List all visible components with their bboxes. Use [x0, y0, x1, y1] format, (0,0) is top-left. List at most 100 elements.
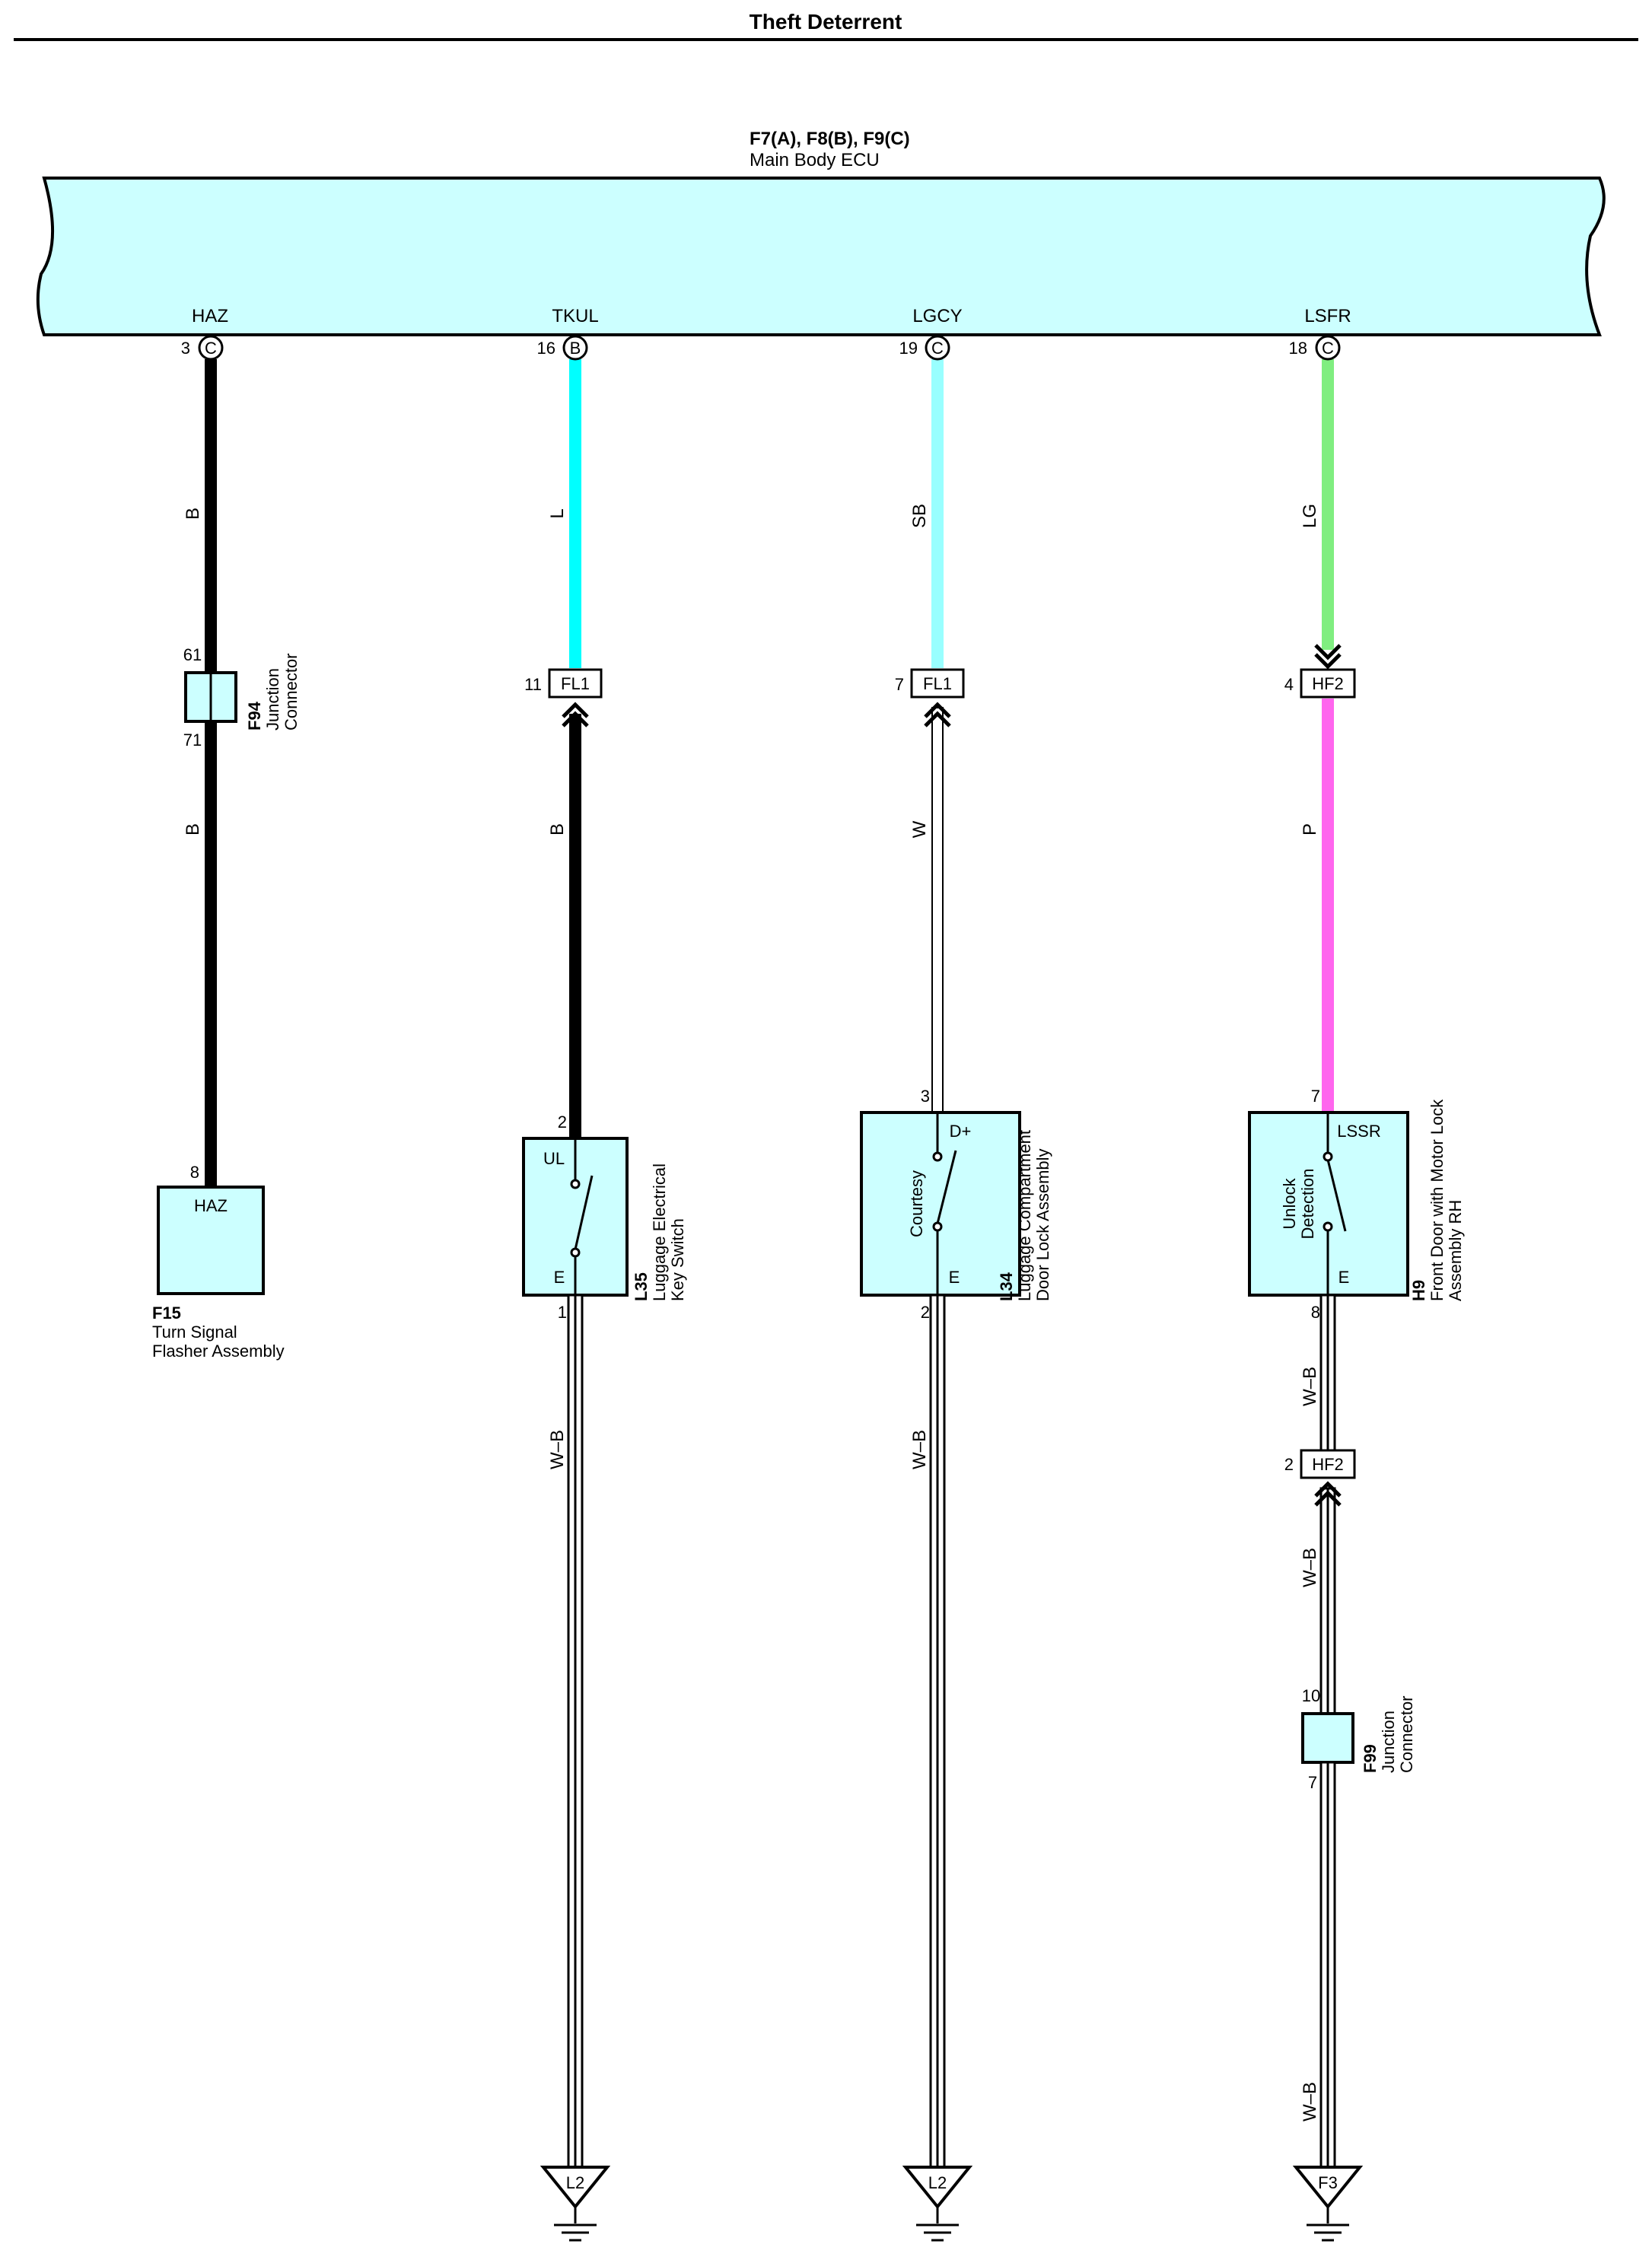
- ecu-pin-3: 3: [181, 339, 190, 358]
- f15-code: F15: [152, 1303, 181, 1323]
- f99-pin-top: 10: [1302, 1686, 1320, 1705]
- wire-c4-top: [1322, 359, 1334, 650]
- f99-name-line2: Connector: [1397, 1695, 1416, 1773]
- hf2-b-label: HF2: [1312, 1455, 1344, 1474]
- ecu-body: [36, 177, 1606, 336]
- f99-pin-bottom: 7: [1308, 1773, 1317, 1792]
- hf2-b-chevron-2: [1314, 1490, 1342, 1507]
- fl1-a-label: FL1: [561, 674, 590, 693]
- wire-c1-bottom: [205, 721, 217, 1187]
- l34-term-top: D+: [950, 1122, 972, 1141]
- f94-name-line2: Connector: [282, 653, 301, 731]
- h9-name-line1: Front Door with Motor Lock: [1428, 1099, 1447, 1301]
- ecu-signal-lgcy: LGCY: [912, 306, 962, 326]
- ecu-connectors: F7(A), F8(B), F9(C): [750, 129, 910, 149]
- l35-pin-bottom: 1: [558, 1303, 567, 1322]
- ecu-conn-c-3: [1315, 335, 1341, 361]
- hf2-b-connector: [1300, 1449, 1356, 1479]
- ground-triangle: [540, 2166, 611, 2210]
- l35-name-line2: Key Switch: [668, 1218, 687, 1301]
- ground-label: L2: [566, 2173, 584, 2192]
- f94-pin-top: 61: [183, 645, 202, 664]
- hf2-a-chevron-2: [1314, 653, 1342, 670]
- ecu-signal-tkul: TKUL: [552, 306, 598, 326]
- ecu-pin-19: 19: [899, 339, 918, 358]
- l34-contact-bottom: [932, 1221, 943, 1232]
- hf2-a-label: HF2: [1312, 674, 1344, 693]
- h9-pin-top: 7: [1311, 1087, 1320, 1106]
- fl1-a-pin: 11: [524, 675, 542, 694]
- ecu-conn-c-2: [925, 335, 950, 361]
- ecu-signal-lsfr: LSFR: [1304, 306, 1351, 326]
- l34-switch-arm: [936, 1150, 957, 1224]
- l35-code: L35: [632, 1272, 651, 1301]
- hf2-a-connector: [1300, 668, 1356, 699]
- wire-label-c2-bottom: B: [547, 823, 568, 836]
- wire-label-c1-top: B: [183, 508, 203, 520]
- l34-pin-bottom: 2: [921, 1303, 930, 1322]
- l34-name-line1: Luggage Compartment: [1015, 1130, 1034, 1301]
- h9-name-line2: Assembly RH: [1446, 1200, 1465, 1301]
- ecu-signal-haz: HAZ: [192, 306, 228, 326]
- l34-inner-label: Courtesy: [907, 1170, 926, 1237]
- hf2-b-chevron-1: [1314, 1481, 1342, 1498]
- l35-pin-top: 2: [558, 1112, 567, 1132]
- wire-c4-mid: [1322, 699, 1334, 1112]
- h9-inner-line1: Unlock: [1280, 1177, 1299, 1229]
- wire-c3-top: [931, 359, 944, 668]
- f99-junction: [1301, 1712, 1354, 1764]
- h9-term-top: LSSR: [1337, 1122, 1380, 1141]
- ecu-conn-b: [562, 335, 588, 361]
- fl1-b-connector: [910, 668, 965, 699]
- f15-name-line1: Turn Signal: [152, 1323, 237, 1342]
- l34-term-bottom: E: [949, 1268, 960, 1287]
- l35-switch-arm: [574, 1175, 594, 1250]
- fl1-b-pin: 7: [895, 675, 904, 694]
- h9-term-bottom: E: [1338, 1268, 1350, 1287]
- wire-label-c3-top: SB: [909, 504, 930, 528]
- wire-label-c3-ground: W–B: [909, 1430, 930, 1469]
- ecu-conn-letter-1: C: [205, 339, 217, 358]
- wire-label-c4-mid: P: [1300, 823, 1320, 836]
- f94-name-line1: Junction: [263, 668, 282, 731]
- wire-label-c4-low1: W–B: [1300, 1367, 1320, 1406]
- h9-code: H9: [1409, 1280, 1428, 1301]
- l35-term-bottom: E: [554, 1268, 565, 1287]
- ground-l2-b: L2: [902, 2166, 973, 2242]
- l35-contact-bottom: [570, 1247, 581, 1258]
- ground-label: F3: [1318, 2173, 1338, 2192]
- f99-name-line1: Junction: [1379, 1711, 1398, 1773]
- fl1-a-connector: [548, 668, 603, 699]
- l34-name-line2: Door Lock Assembly: [1033, 1148, 1052, 1301]
- f15-terminal: HAZ: [194, 1196, 228, 1215]
- ecu-conn-letter-3: C: [931, 339, 944, 358]
- wire-label-c2-top: L: [547, 508, 568, 518]
- ecu-pin-18: 18: [1289, 339, 1307, 358]
- wire-label-c4-low2: W–B: [1300, 1548, 1320, 1587]
- ecu-conn-c-1: [198, 335, 224, 361]
- ecu-pin-16: 16: [537, 339, 555, 358]
- l34-code: L34: [997, 1272, 1016, 1301]
- wire-label-c3-bottom: W: [909, 820, 930, 838]
- hf2-b-pin: 2: [1284, 1455, 1294, 1474]
- wire-c3-bottom: [931, 707, 944, 1113]
- l35-name-line1: Luggage Electrical: [650, 1163, 669, 1301]
- page-title: Theft Deterrent: [750, 10, 902, 33]
- f99-code: F99: [1361, 1744, 1380, 1773]
- wire-label-c4-low3: W–B: [1300, 2082, 1320, 2122]
- h9-switch-arm: [1326, 1159, 1347, 1232]
- ecu-conn-letter-2: B: [570, 339, 581, 358]
- ground-triangle: [902, 2166, 973, 2210]
- ground-label: L2: [928, 2173, 947, 2192]
- l34-switch-box: [860, 1111, 1021, 1297]
- h9-contact-bottom: [1323, 1221, 1333, 1232]
- fl1-b-chevron-1: [924, 702, 951, 718]
- hf2-a-chevron-1: [1314, 644, 1342, 660]
- wire-c2-top: [569, 359, 581, 668]
- h9-contact-top: [1323, 1151, 1333, 1162]
- l35-contact-top: [570, 1179, 581, 1189]
- ecu-conn-letter-4: C: [1322, 339, 1334, 358]
- ground-triangle: [1292, 2166, 1364, 2210]
- fl1-a-chevron-2: [562, 711, 589, 727]
